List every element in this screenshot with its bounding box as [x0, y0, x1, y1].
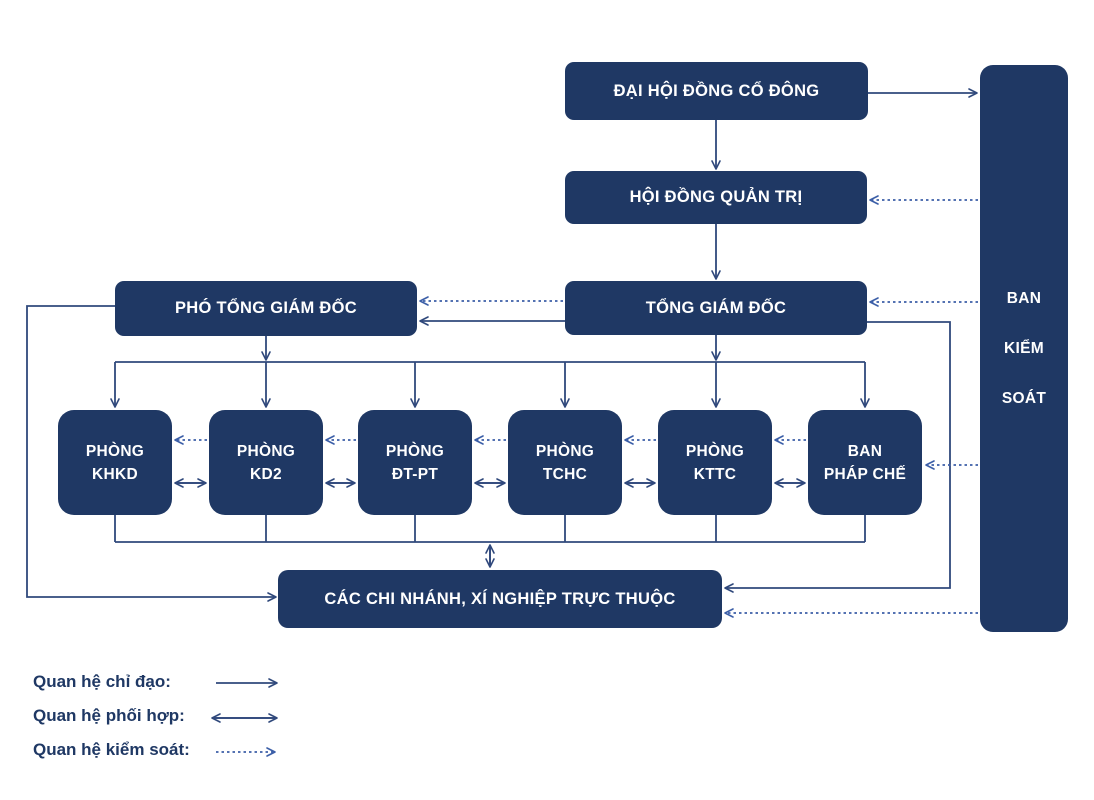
- branches-label: CÁC CHI NHÁNH, XÍ NGHIỆP TRỰC THUỘC: [324, 589, 676, 608]
- dept-kd2-label: PHÒNG KD2: [236, 442, 296, 483]
- general-director-box: TỔNG GIÁM ĐỐC: [565, 281, 867, 335]
- dept-dtpt-box: PHÒNG ĐT-PT: [358, 410, 472, 515]
- connector-ceo-to-dept-bus: [110, 335, 870, 408]
- shareholders-box: ĐẠI HỘI ĐỒNG CỔ ĐÔNG: [565, 62, 868, 120]
- dept-phapche-box: BAN PHÁP CHẾ: [808, 410, 922, 515]
- dept-phapche-label: BAN PHÁP CHẾ: [823, 442, 907, 483]
- board-of-directors-label: HỘI ĐỒNG QUẢN TRỊ: [629, 188, 803, 206]
- dept-kd2-box: PHÒNG KD2: [209, 410, 323, 515]
- dept-tchc-label: PHÒNG TCHC: [535, 442, 595, 483]
- board-of-directors-box: HỘI ĐỒNG QUẢN TRỊ: [565, 171, 867, 224]
- legend-label-control: Quan hệ kiểm soát:: [33, 740, 190, 759]
- legend-label-directive: Quan hệ chỉ đạo:: [33, 672, 171, 691]
- supervisory-board-label: BAN KIỂM SOÁT: [1001, 289, 1047, 407]
- connector-dept-collector-bus: [114, 515, 866, 543]
- branches-box: CÁC CHI NHÁNH, XÍ NGHIỆP TRỰC THUỘC: [278, 570, 722, 628]
- dept-khkd-box: PHÒNG KHKD: [58, 410, 172, 515]
- supervisory-board-box: BAN KIỂM SOÁT: [980, 65, 1068, 632]
- dept-kttc-box: PHÒNG KTTC: [658, 410, 772, 515]
- dept-khkd-label: PHÒNG KHKD: [85, 442, 145, 483]
- dept-kttc-label: PHÒNG KTTC: [685, 442, 745, 483]
- general-director-label: TỔNG GIÁM ĐỐC: [645, 298, 787, 317]
- shareholders-label: ĐẠI HỘI ĐỒNG CỔ ĐÔNG: [613, 81, 820, 100]
- legend-label-coordination: Quan hệ phối hợp:: [33, 706, 185, 725]
- deputy-general-director-label: PHÓ TỔNG GIÁM ĐỐC: [174, 299, 357, 317]
- dept-tchc-box: PHÒNG TCHC: [508, 410, 622, 515]
- deputy-general-director-box: PHÓ TỔNG GIÁM ĐỐC: [115, 281, 417, 336]
- dept-dtpt-label: PHÒNG ĐT-PT: [385, 442, 445, 483]
